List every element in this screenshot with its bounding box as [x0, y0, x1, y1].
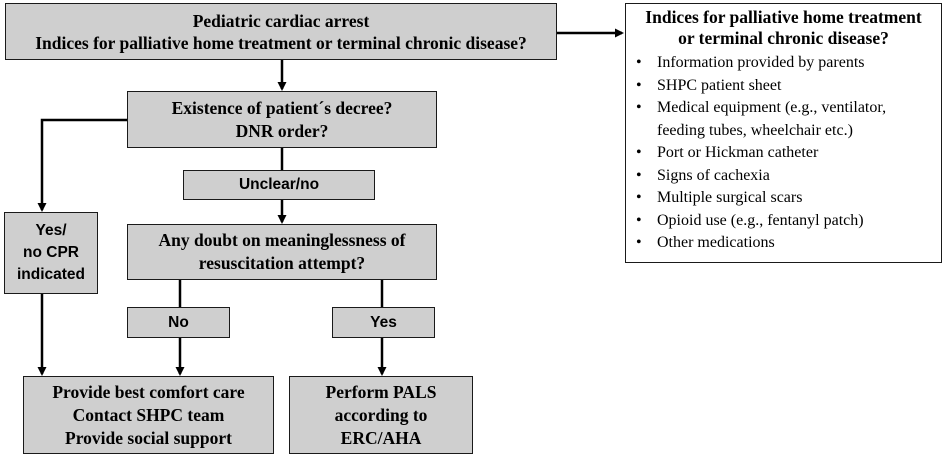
indices-item: •Port or Hickman catheter: [634, 142, 933, 165]
indices-item: •Information provided by parents: [634, 52, 933, 75]
bullet-icon: •: [636, 166, 642, 184]
pals-line1: Perform PALS: [325, 381, 437, 402]
pals-line3: ERC/AHA: [340, 427, 422, 448]
bullet-icon: •: [636, 54, 642, 71]
doubt-line2: resuscitation attempt?: [198, 253, 366, 273]
yes-line3: indicated: [16, 266, 86, 283]
yes-line2: no CPR: [23, 244, 79, 261]
indices-item: •SHPC patient sheet: [634, 75, 933, 98]
bullet-icon: •: [636, 144, 642, 161]
bullet-icon: •: [636, 99, 642, 116]
comfort-care-box: Provide best comfort care Contact SHPC t…: [23, 376, 274, 454]
indices-item: •Opioid use (e.g., fentanyl patch): [634, 210, 933, 233]
indices-title-line2: or terminal chronic disease?: [678, 28, 889, 48]
cardiac-arrest-line1: Pediatric cardiac arrest: [192, 10, 370, 31]
no-label: No: [127, 307, 230, 338]
indices-item-continuation: feeding tubes, wheelchair etc.): [657, 121, 853, 139]
pals-box: Perform PALS according to ERC/AHA: [289, 376, 473, 454]
yes-label: Yes: [332, 307, 435, 338]
indices-title: Indices for palliative home treatment or…: [634, 7, 933, 49]
cardiac-arrest-box: Pediatric cardiac arrest Indices for pal…: [5, 3, 557, 60]
yes-line1: Yes/: [35, 222, 67, 239]
unclear-no-label: Unclear/no: [183, 170, 375, 200]
decree-line2: DNR order?: [235, 120, 329, 141]
pals-line2: according to: [334, 404, 428, 425]
bullet-icon: •: [636, 211, 642, 229]
cardiac-arrest-line2: Indices for palliative home treatment or…: [35, 32, 527, 53]
indices-item: •Medical equipment (e.g., ventilator,: [634, 97, 933, 120]
indices-item: •Other medications: [634, 232, 933, 255]
indices-info-box: Indices for palliative home treatment or…: [625, 3, 942, 263]
indices-item: •Multiple surgical scars: [634, 187, 933, 210]
comfort-line1: Provide best comfort care: [52, 381, 245, 402]
arrow-decree-to-yes: [37, 118, 127, 212]
decree-line1: Existence of patient´s decree?: [171, 97, 393, 118]
indices-item: •Signs of cachexia: [634, 165, 933, 188]
bullet-icon: •: [636, 189, 642, 206]
comfort-line2: Contact SHPC team: [72, 404, 225, 425]
bullet-icon: •: [636, 234, 642, 251]
yes-no-cpr-box: Yes/ no CPR indicated: [4, 212, 98, 294]
indices-title-line1: Indices for palliative home treatment: [645, 7, 922, 27]
bullet-icon: •: [636, 76, 642, 94]
doubt-box: Any doubt on meaninglessness of resuscit…: [127, 224, 437, 280]
doubt-line1: Any doubt on meaninglessness of: [158, 230, 406, 250]
indices-list: •Information provided by parents •SHPC p…: [634, 52, 933, 255]
comfort-line3: Provide social support: [65, 427, 232, 448]
decree-box: Existence of patient´s decree? DNR order…: [127, 91, 437, 148]
